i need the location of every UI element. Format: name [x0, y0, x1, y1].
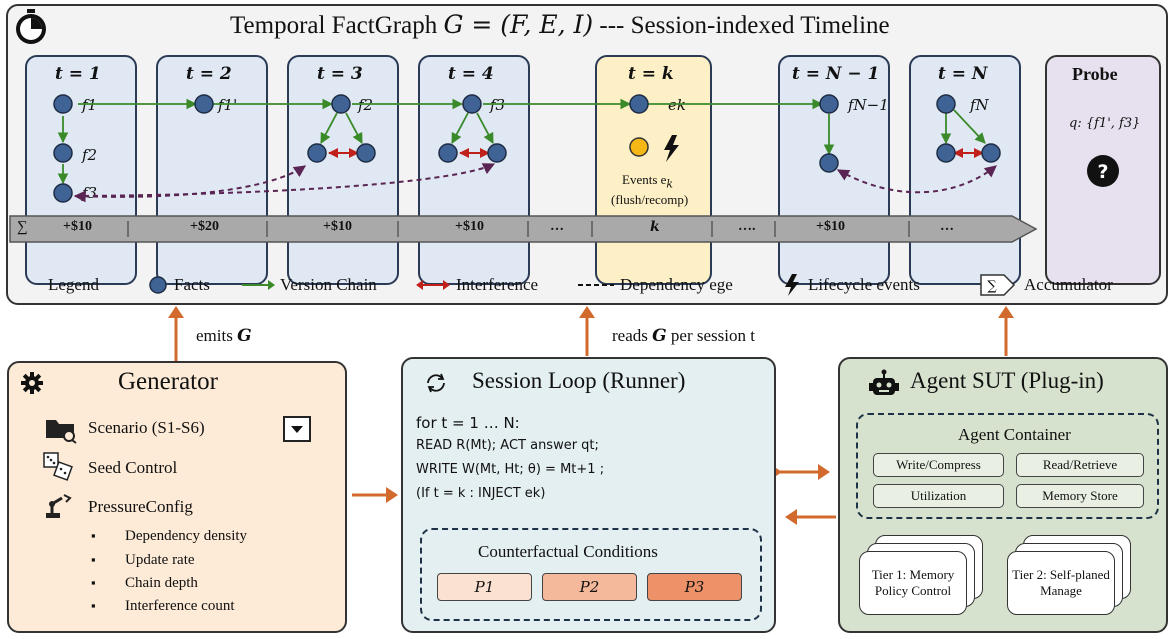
title-math: G = (F, E, I)	[443, 10, 594, 39]
session-label: t = k	[628, 64, 674, 84]
session-label: t = 3	[317, 64, 363, 84]
counterfactual-title: Counterfactual Conditions	[478, 542, 658, 561]
folder-search-icon	[46, 420, 77, 444]
emits-text: emits	[196, 326, 233, 345]
emits-label: emits G	[196, 326, 252, 346]
seed-label: Seed Control	[88, 458, 178, 477]
agent-container-box	[856, 413, 1159, 519]
fact-label: f1	[82, 96, 98, 114]
acc-cell: ….	[738, 219, 756, 234]
stopwatch-icon	[16, 9, 46, 44]
generator-title: Generator	[118, 368, 218, 395]
condition-p2[interactable]: P2	[542, 573, 637, 601]
acc-cell: +$10	[816, 219, 845, 234]
counterfactual-box	[420, 528, 762, 621]
reads-var: G	[652, 326, 667, 346]
accumulator-legend-icon: ∑	[980, 274, 1016, 296]
probe-title: Probe	[1072, 64, 1118, 84]
sigma-icon: ∑	[17, 219, 28, 235]
factgraph-title: Temporal FactGraph G = (F, E, I) --- Ses…	[230, 10, 890, 40]
scenario-dropdown[interactable]	[283, 416, 311, 442]
acc-cell: …	[940, 219, 954, 234]
runner-title: Session Loop (Runner)	[472, 368, 686, 393]
version-chain-legend-icon	[242, 280, 275, 290]
robot-icon	[869, 369, 899, 395]
pressure-bullet: Chain depth	[91, 575, 198, 592]
gear-icon	[21, 372, 43, 394]
session-label: t = N − 1	[792, 64, 880, 84]
session-label: t = 1	[55, 64, 101, 84]
facts-legend-icon	[149, 276, 167, 294]
reads-text: reads	[612, 326, 648, 345]
acc-cell: +$10	[63, 219, 92, 234]
fact-label: f3	[490, 96, 506, 114]
acc-cell: +$10	[455, 219, 484, 234]
dice-icon	[43, 452, 73, 481]
legend-item: Version Chain	[280, 275, 377, 294]
utilization-module[interactable]: Utilization	[873, 484, 1004, 508]
session-label: t = 4	[448, 64, 494, 84]
reads-suffix: per session t	[670, 326, 755, 345]
session-label: t = N	[938, 64, 988, 84]
write-compress-module[interactable]: Write/Compress	[873, 453, 1004, 477]
pressure-label: PressureConfig	[88, 497, 193, 516]
pressure-bullet: Interference count	[91, 598, 234, 615]
probe-query: q: {f1', f3}	[1069, 116, 1141, 131]
legend-item: Dependency ege	[620, 275, 733, 294]
fact-label: ek	[668, 96, 686, 114]
memory-store-module[interactable]: Memory Store	[1016, 484, 1144, 508]
legend-item: Lifecycle events	[808, 275, 920, 294]
fact-label: f2	[358, 96, 374, 114]
events-sub: k	[666, 177, 673, 191]
fact-label: f1'	[218, 96, 238, 114]
tier2-card: Tier 2: Self-planed Manage	[1007, 551, 1115, 615]
refresh-icon	[427, 373, 445, 393]
legend-item: Interference	[456, 275, 539, 294]
factgraph-edges: ?	[53, 94, 1119, 203]
runner-code-line: WRITE W(Mt, Ht; θ) = Mt+1 ;	[416, 462, 605, 477]
legend-item: Facts	[174, 275, 210, 294]
condition-p3[interactable]: P3	[647, 573, 742, 601]
tier1-card: Tier 1: Memory Policy Control	[859, 551, 967, 615]
acc-cell: +$20	[190, 219, 219, 234]
acc-cell: k	[650, 219, 660, 235]
acc-cell: …	[550, 219, 564, 234]
emits-var: G	[237, 326, 252, 346]
legend-title: Legend	[48, 275, 99, 294]
session-tk	[595, 55, 712, 285]
events-text: Events e	[622, 172, 667, 187]
caret-down-icon	[291, 426, 303, 433]
events-note: (flush/recomp)	[611, 192, 689, 207]
fact-label: fN−1	[848, 96, 889, 114]
title-prefix: Temporal FactGraph	[230, 12, 438, 39]
fact-label: fN	[970, 96, 989, 114]
pressure-bullet: Dependency density	[91, 528, 247, 545]
interference-legend-icon	[416, 280, 450, 290]
title-suffix: --- Session-indexed Timeline	[599, 12, 890, 39]
robot-arm-icon	[46, 494, 72, 518]
accumulator-bar	[9, 215, 1038, 243]
agent-title: Agent SUT (Plug-in)	[910, 368, 1104, 393]
dependency-legend-icon	[578, 284, 614, 286]
scenario-label: Scenario (S1-S6)	[88, 418, 205, 437]
condition-p1[interactable]: P1	[437, 573, 532, 601]
read-retrieve-module[interactable]: Read/Retrieve	[1016, 453, 1144, 477]
svg-text:∑: ∑	[987, 279, 997, 294]
lightning-icon	[785, 274, 799, 296]
legend-item: Accumulator	[1024, 275, 1113, 294]
runner-code-line: (If t = k : INJECT ek)	[416, 486, 546, 501]
svg-text:?: ?	[1097, 161, 1108, 183]
reads-label: reads G per session t	[612, 326, 755, 346]
pressure-bullet: Update rate	[91, 552, 194, 569]
runner-code-line: for t = 1 … N:	[416, 414, 520, 432]
runner-code-line: READ R(Mt); ACT answer qt;	[416, 438, 599, 453]
fact-label: f2	[82, 146, 98, 164]
acc-cell: +$10	[323, 219, 352, 234]
session-label: t = 2	[186, 64, 232, 84]
events-label: Events ek	[622, 172, 673, 191]
agent-container-title: Agent Container	[958, 425, 1071, 444]
